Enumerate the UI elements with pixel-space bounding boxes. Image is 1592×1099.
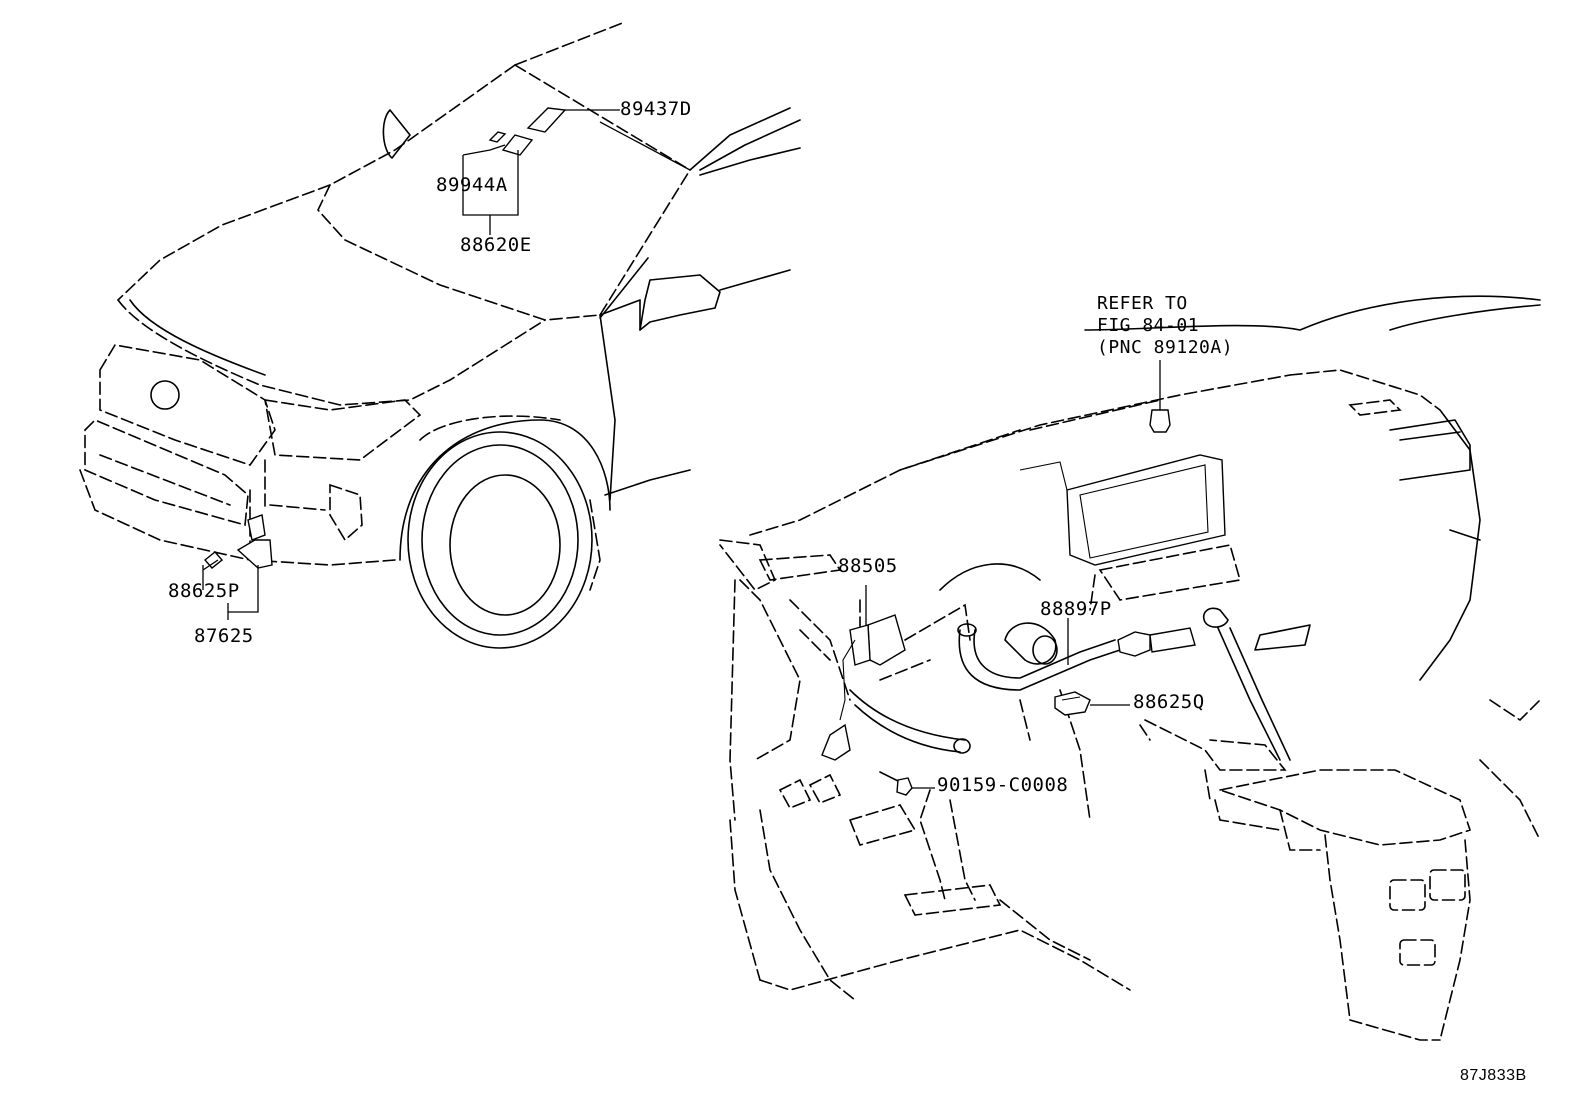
- front-sensor-bracket-part: [236, 514, 273, 569]
- refer-note-line: FIG 84-01: [1097, 315, 1200, 336]
- part-label-88897P: 88897P: [1040, 598, 1112, 620]
- refer-note-line: (PNC 89120A): [1097, 337, 1234, 358]
- part-label-89437D: 89437D: [620, 98, 692, 120]
- part-label-89944A: 89944A: [436, 174, 508, 196]
- part-label-90159-C0008: 90159-C0008: [937, 774, 1069, 796]
- part-label-88625P: 88625P: [168, 580, 240, 602]
- refer-note: REFER TO FIG 84-01 (PNC 89120A): [1097, 293, 1233, 359]
- connector-part: [1054, 691, 1091, 716]
- part-label-88620E: 88620E: [460, 234, 532, 256]
- wire-harness-part: [849, 623, 1196, 754]
- interior-dashboard-illustration: [719, 295, 1541, 1041]
- front-sensor-part: [203, 551, 224, 569]
- vehicle-exterior-illustration: [79, 21, 801, 649]
- power-socket-part: [1149, 409, 1171, 433]
- refer-note-line: REFER TO: [1097, 293, 1188, 314]
- airbag-sensor-ecu-part: [821, 614, 906, 761]
- part-label-88505: 88505: [838, 555, 898, 577]
- part-label-88625Q: 88625Q: [1133, 691, 1205, 713]
- leader-lines: [202, 109, 1161, 789]
- part-label-87625: 87625: [194, 625, 254, 647]
- rain-sensor-part: [488, 131, 534, 156]
- bolt-part: [879, 771, 913, 796]
- rain-sensor-cover-part: [526, 107, 567, 133]
- illustration-code: 87J833B: [1460, 1067, 1527, 1084]
